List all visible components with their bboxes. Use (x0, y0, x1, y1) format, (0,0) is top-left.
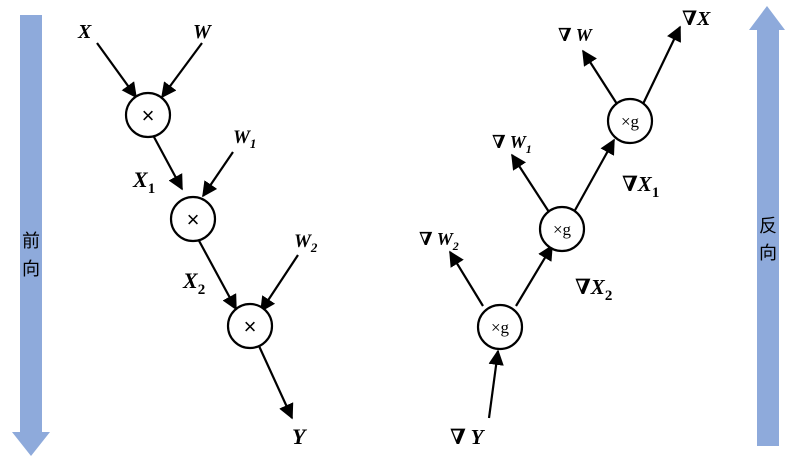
multiply-symbol: × (142, 103, 155, 128)
label-grad-w2: ∇ W2 (419, 229, 459, 253)
multiply-node-2: × (169, 195, 217, 243)
label-grad-x2: ∇X2 (575, 275, 612, 304)
backward-direction-arrow (749, 6, 785, 446)
forward-direction-arrow (12, 15, 50, 456)
forward-label-char-1: 前 (22, 231, 40, 252)
edge-mult2-to-mult3 (196, 236, 237, 311)
label-grad-y: ∇ Y (450, 425, 486, 449)
grad-multiply-symbol: ×g (621, 112, 640, 131)
grad-multiply-node-3: ×g (606, 97, 654, 145)
edge-mult3-to-y (258, 345, 294, 420)
label-w1: W1 (233, 127, 256, 151)
label-grad-x1: ∇X1 (622, 172, 659, 201)
edge-gnode3-to-gradx (642, 25, 681, 105)
label-x: X (77, 21, 92, 43)
grad-multiply-symbol: ×g (553, 220, 572, 239)
label-grad-w: ∇ W (558, 25, 594, 45)
label-x1: X1 (132, 167, 155, 197)
edge-gnode1-to-gnode2 (515, 244, 553, 307)
edge-gnode2-to-gradw1 (511, 153, 550, 213)
edge-w-to-mult1 (161, 42, 203, 99)
edge-gnode1-to-gradw2 (449, 250, 484, 307)
multiply-node-3: × (226, 302, 274, 350)
edge-w2-to-mult3 (260, 254, 299, 313)
edge-grady-to-gnode1 (487, 349, 504, 419)
multiply-symbol: × (187, 207, 200, 232)
label-grad-w1: ∇ W1 (492, 132, 532, 156)
forward-label-char-2: 向 (22, 259, 40, 280)
label-y: Y (292, 424, 308, 449)
grad-multiply-symbol: ×g (491, 318, 510, 337)
grad-multiply-node-2: ×g (538, 205, 586, 253)
multiply-symbol: × (244, 314, 257, 339)
multiply-node-1: × (124, 91, 172, 139)
backward-label-char-2: 向 (759, 243, 777, 264)
edge-mult1-to-mult2 (153, 136, 183, 191)
backward-label-char-1: 反 (759, 216, 777, 237)
label-grad-x: ∇X (682, 8, 711, 30)
grad-multiply-node-1: ×g (476, 303, 524, 351)
edge-x-to-mult1 (96, 42, 137, 99)
edge-gnode2-to-gnode3 (573, 138, 615, 213)
label-w: W (193, 21, 212, 43)
label-x2: X2 (182, 268, 205, 298)
label-w2: W2 (294, 231, 318, 255)
edge-w1-to-mult2 (202, 151, 234, 198)
edge-gnode3-to-gradw (582, 49, 618, 105)
